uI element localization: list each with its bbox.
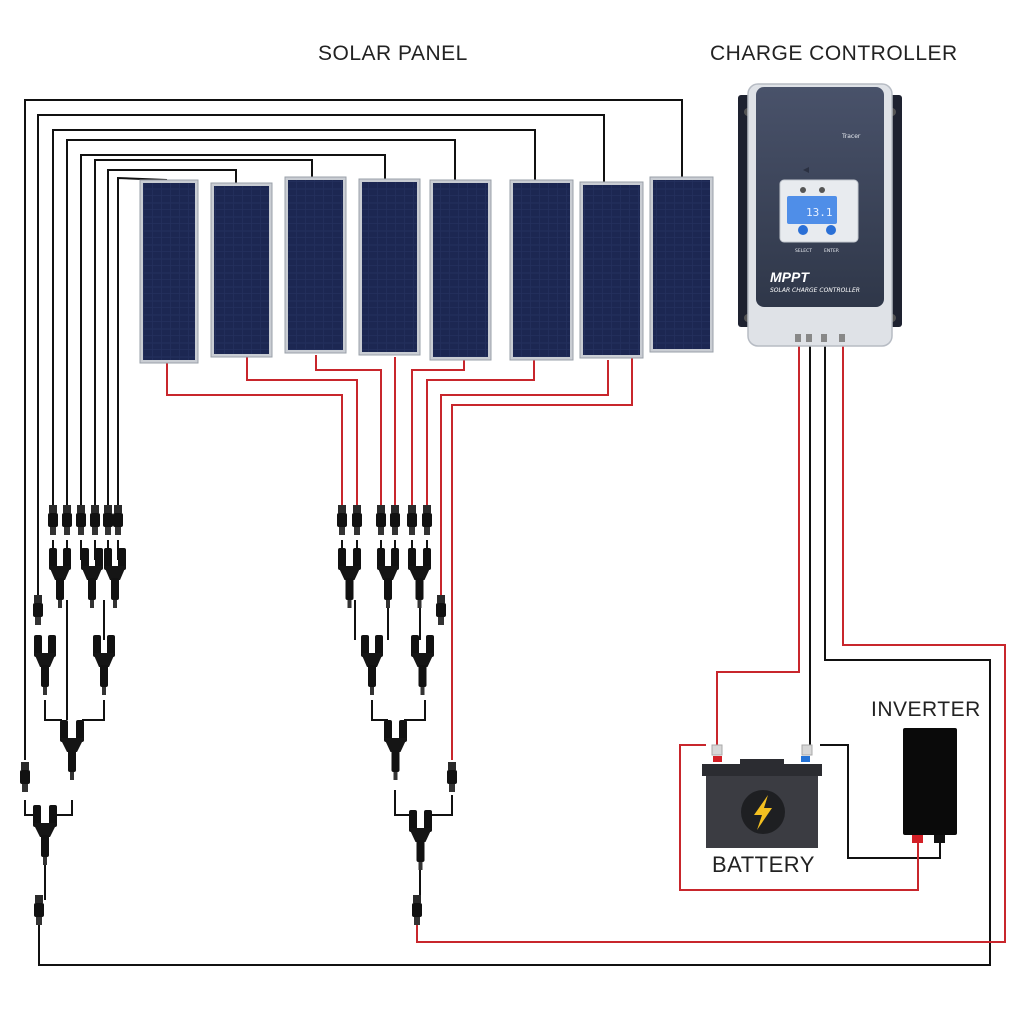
lcd-screen bbox=[787, 196, 837, 224]
indicator-icon bbox=[803, 167, 809, 173]
battery-to-inverter-negative bbox=[820, 744, 941, 859]
positive-wire-panel-6 bbox=[426, 360, 535, 505]
branch-left-7 bbox=[33, 805, 57, 865]
negative-wire-panel-5 bbox=[66, 139, 456, 505]
battery-to-inverter-positive bbox=[679, 744, 919, 891]
mc4-left-extra bbox=[33, 595, 43, 625]
controller-subtitle: SOLAR CHARGE CONTROLLER bbox=[770, 287, 860, 294]
controller-brand: Tracer bbox=[841, 133, 861, 140]
positive-wire-panel-5 bbox=[411, 360, 465, 505]
mc4-left-4 bbox=[90, 505, 100, 535]
mc4-left-output bbox=[34, 895, 44, 925]
mc4-left-3 bbox=[76, 505, 86, 535]
branch-left-4 bbox=[34, 635, 56, 695]
negative-wire-panel-7 bbox=[37, 114, 605, 595]
inverter-negative-terminal bbox=[934, 835, 945, 843]
branch-right-4 bbox=[361, 635, 383, 695]
branch-right-6 bbox=[384, 720, 407, 780]
mc4-right-3 bbox=[376, 505, 386, 535]
status-led-right bbox=[819, 187, 825, 193]
controller-terminals bbox=[795, 334, 845, 342]
negative-wire-panel-2 bbox=[107, 169, 237, 505]
select-button bbox=[798, 225, 808, 235]
battery-positive-terminal bbox=[713, 756, 722, 762]
negative-wire-panel-3 bbox=[94, 159, 313, 505]
mc4-left-5 bbox=[103, 505, 113, 535]
solar-panel-8 bbox=[649, 176, 714, 353]
inverter-positive-terminal bbox=[912, 835, 923, 843]
mc4-connectors bbox=[20, 505, 457, 925]
branch-right-3 bbox=[408, 548, 431, 608]
mc4-left-2 bbox=[62, 505, 72, 535]
branch-right-1 bbox=[338, 548, 361, 608]
branch-left-2 bbox=[81, 548, 103, 608]
negative-wire-panel-6 bbox=[52, 129, 536, 505]
branch-right-7 bbox=[409, 810, 432, 870]
negative-output-wire bbox=[38, 345, 991, 966]
status-led-left bbox=[800, 187, 806, 193]
mc4-right-5 bbox=[407, 505, 417, 535]
solar-panel-1 bbox=[139, 179, 199, 364]
charge-controller: Tracer 13.1 SELECT ENTER MPPT SOLAR CHAR… bbox=[738, 83, 902, 347]
negative-wire-panel-8 bbox=[24, 99, 683, 760]
positive-wire-panel-3 bbox=[315, 355, 382, 505]
negative-wire-panel-4 bbox=[80, 154, 386, 505]
battery-inverter-wires bbox=[679, 345, 941, 891]
enter-label: ENTER bbox=[824, 248, 839, 254]
mc4-right-extra bbox=[436, 595, 446, 625]
mc4-right-2 bbox=[352, 505, 362, 535]
solar-panel-label: SOLAR PANEL bbox=[318, 42, 468, 65]
positive-output-wire bbox=[416, 345, 1006, 943]
branch-right-2 bbox=[377, 548, 399, 608]
solar-panel-3 bbox=[284, 176, 347, 354]
positive-wire-panel-1 bbox=[166, 362, 343, 505]
controller-to-battery-positive bbox=[716, 345, 800, 745]
negative-panel-wires bbox=[24, 99, 991, 966]
battery-lid bbox=[702, 764, 822, 776]
branch-left-3 bbox=[104, 548, 126, 608]
branch-right-5 bbox=[411, 635, 434, 695]
mc4-left-6 bbox=[113, 505, 123, 535]
positive-wire-panel-8 bbox=[451, 350, 633, 760]
solar-panel-6 bbox=[509, 179, 574, 361]
solar-panel-array bbox=[139, 176, 714, 364]
battery-negative-terminal bbox=[801, 756, 810, 762]
branch-left-5 bbox=[93, 635, 115, 695]
inverter bbox=[903, 728, 957, 843]
mc4-right-4 bbox=[390, 505, 400, 535]
mc4-right-single bbox=[447, 762, 457, 792]
solar-panel-7 bbox=[579, 181, 644, 359]
select-label: SELECT bbox=[795, 248, 812, 254]
solar-panel-5 bbox=[429, 179, 492, 361]
battery bbox=[702, 744, 822, 848]
lightning-bolt-icon bbox=[754, 795, 772, 830]
lcd-value: 13.1 bbox=[806, 206, 833, 219]
branch-left-1 bbox=[49, 548, 71, 608]
positive-wire-panel-7 bbox=[440, 360, 609, 595]
right-branch-wires bbox=[341, 540, 453, 895]
solar-panel-4 bbox=[358, 178, 421, 356]
solar-panel-2 bbox=[210, 182, 273, 358]
positive-wire-panel-2 bbox=[246, 355, 358, 505]
battery-label: BATTERY bbox=[712, 852, 815, 877]
mc4-right-1 bbox=[337, 505, 347, 535]
positive-panel-wires bbox=[166, 345, 1006, 943]
mc4-right-6 bbox=[422, 505, 432, 535]
charge-controller-label: CHARGE CONTROLLER bbox=[710, 42, 958, 65]
mc4-right-output bbox=[412, 895, 422, 925]
inverter-label: INVERTER bbox=[871, 698, 981, 721]
mc4-left-1 bbox=[48, 505, 58, 535]
inverter-body bbox=[903, 728, 957, 835]
mc4-left-single bbox=[20, 762, 30, 792]
negative-wire-panel-1 bbox=[117, 176, 168, 505]
enter-button bbox=[826, 225, 836, 235]
mppt-title: MPPT bbox=[770, 269, 810, 285]
branch-left-6 bbox=[60, 720, 84, 780]
